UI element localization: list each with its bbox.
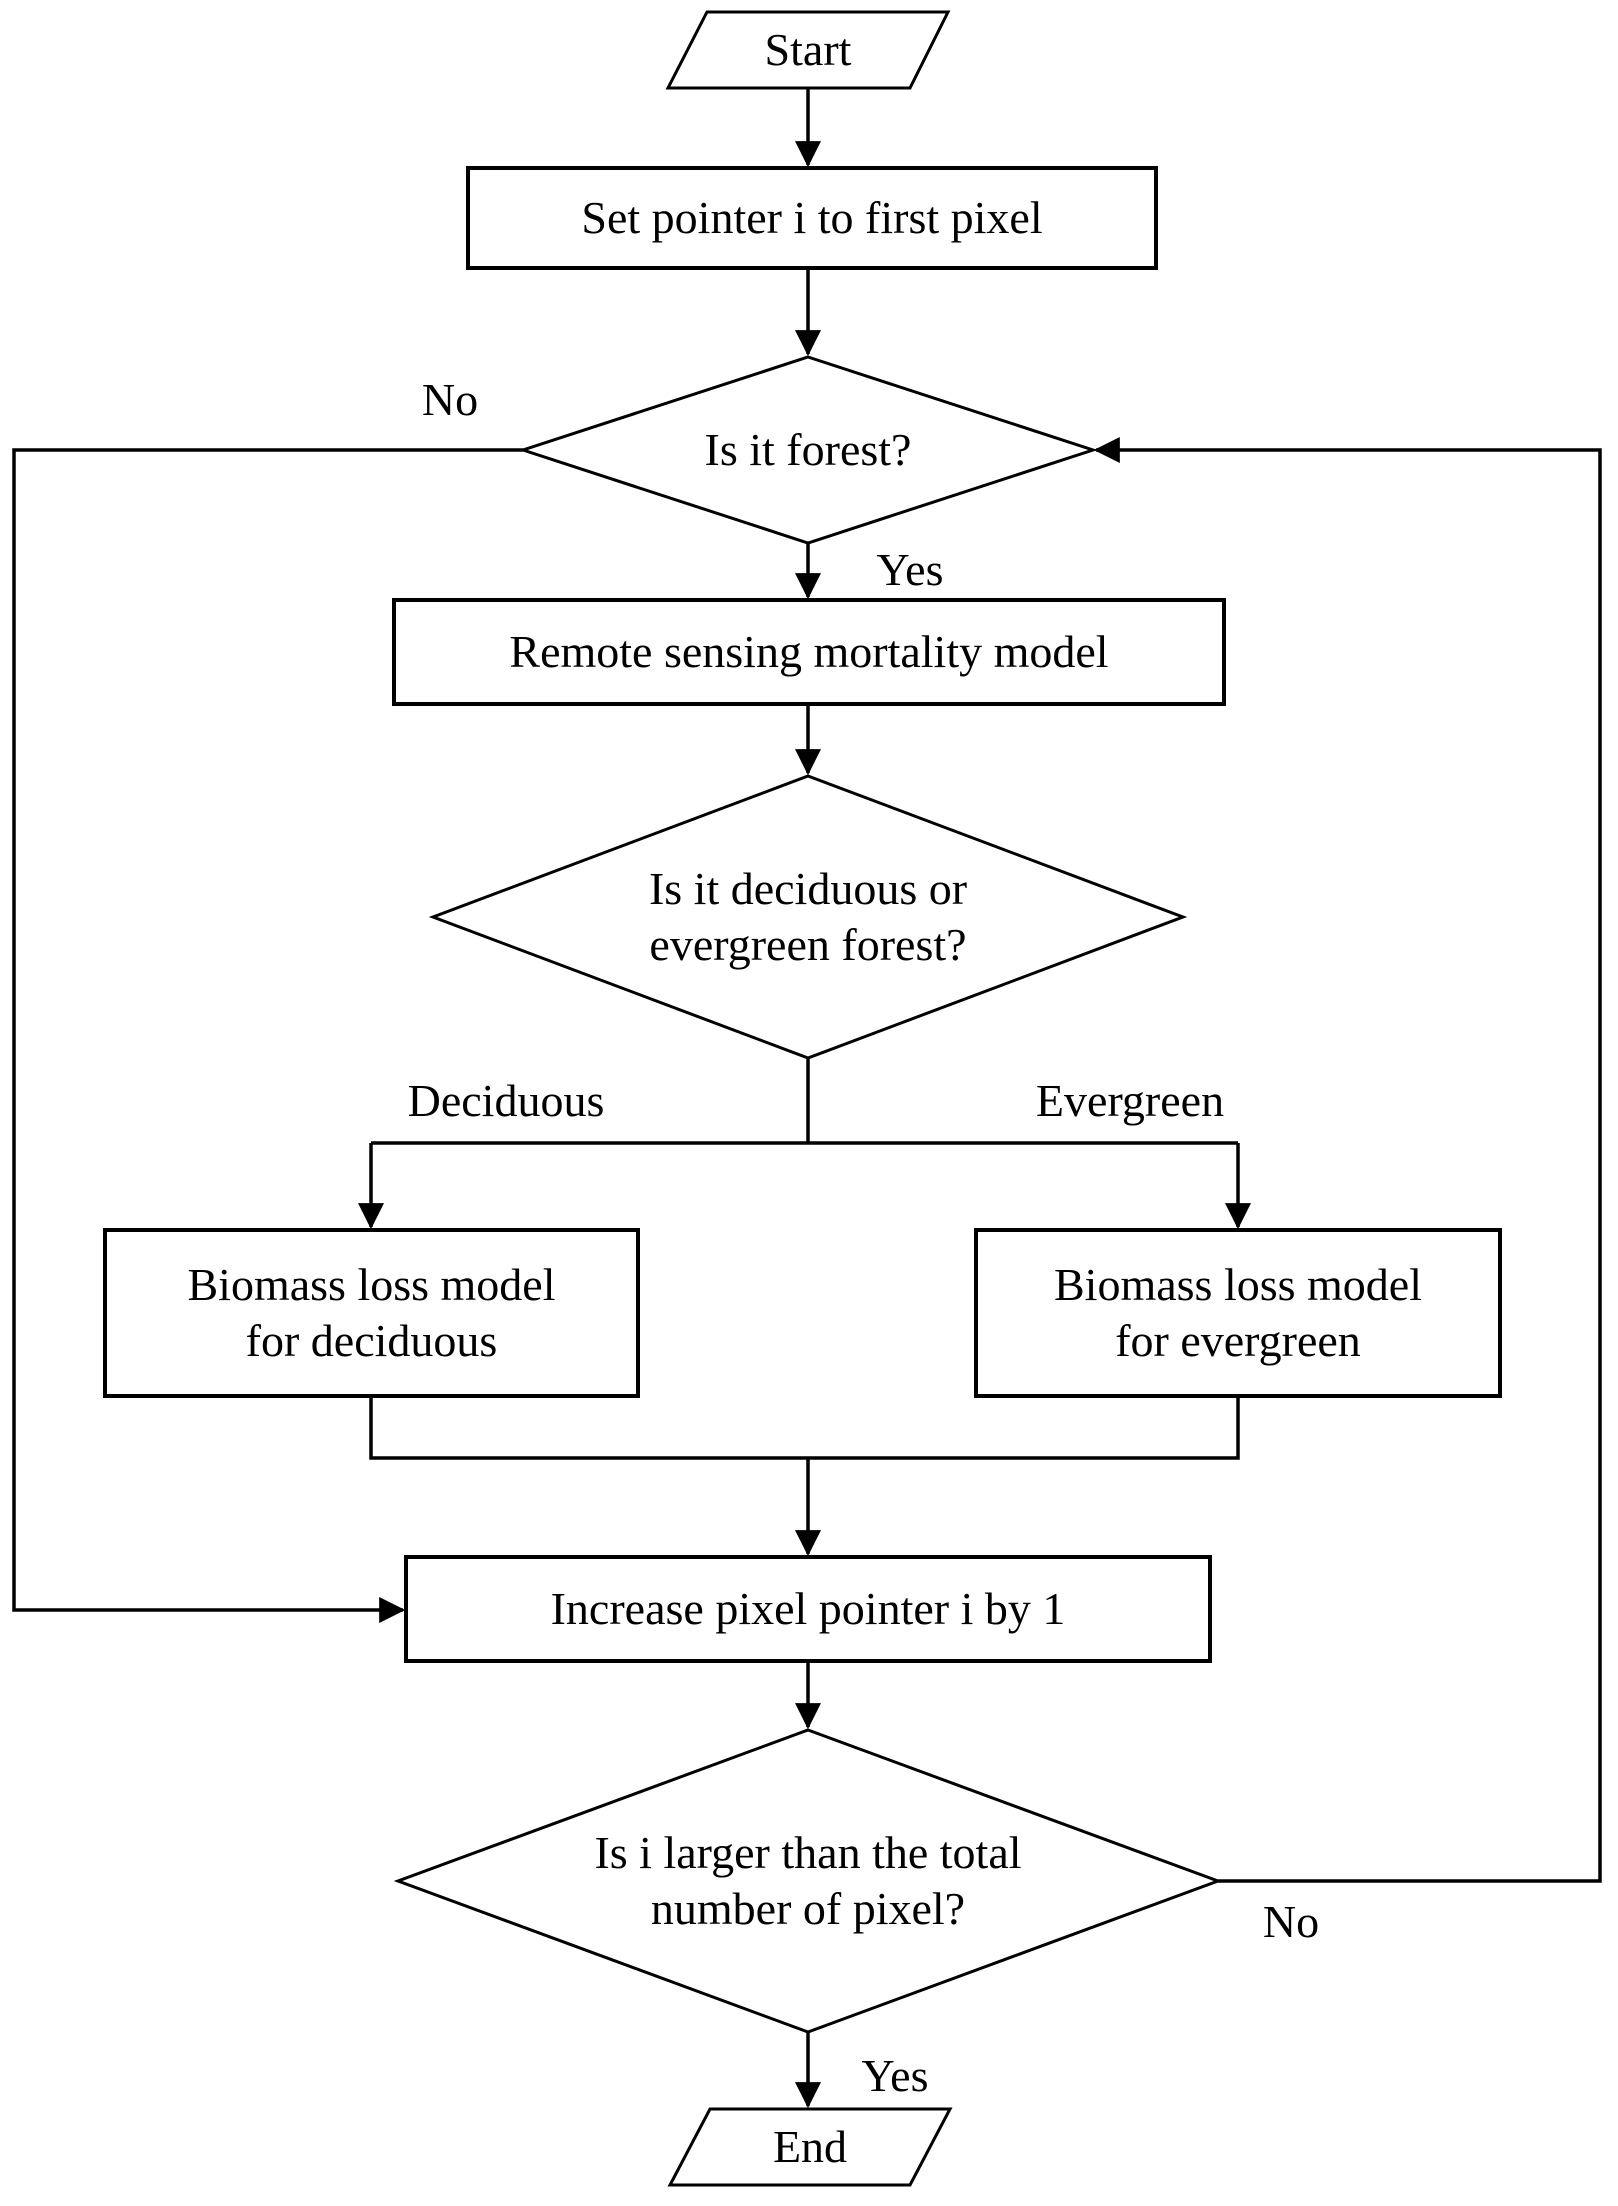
edge-isforest-no-loop	[12, 448, 523, 1623]
biomass-evergreen-label-line2: for evergreen	[1115, 1315, 1361, 1366]
increase-pointer-process-shape	[404, 1555, 1212, 1663]
edge-islast-no-loop	[1093, 437, 1602, 1883]
deciduous-or-evergreen-label: Is it deciduous or evergreen forest?	[433, 776, 1183, 1058]
set-pointer-label: Set pointer i to first pixel	[581, 191, 1043, 243]
is-forest-yes-edge-label: Yes	[876, 543, 944, 595]
is-forest-decision-shape	[518, 355, 1098, 545]
biomass-deciduous-label-line2: for deciduous	[245, 1315, 498, 1366]
is-last-pixel-yes-edge-label: Yes	[861, 2049, 929, 2101]
is-last-pixel-decision-shape	[393, 1728, 1223, 2034]
remote-sensing-process-shape	[392, 598, 1226, 706]
is-last-pixel-label: Is i larger than the total number of pix…	[398, 1730, 1218, 2032]
biomass-deciduous-label: Biomass loss model for deciduous	[105, 1230, 638, 1396]
biomass-deciduous-process-shape	[103, 1228, 640, 1398]
end-label: End	[772, 2120, 848, 2172]
deciduous-or-evergreen-label-line2: evergreen forest?	[649, 919, 967, 970]
start-terminator-shape	[665, 10, 951, 90]
biomass-evergreen-label-line1: Biomass loss model	[1053, 1258, 1423, 1310]
biomass-evergreen-process-shape	[974, 1228, 1502, 1398]
deciduous-or-evergreen-label-line1: Is it deciduous or	[648, 862, 968, 914]
start-label: Start	[764, 23, 852, 75]
remote-sensing-label: Remote sensing mortality model	[509, 625, 1109, 677]
is-forest-no-edge-label: No	[421, 373, 479, 425]
is-last-pixel-no-edge-label: No	[1262, 1895, 1320, 1947]
edge-merge-bar	[369, 1396, 1240, 1460]
branch-deciduous-edge-label: Deciduous	[407, 1074, 605, 1126]
biomass-evergreen-label: Biomass loss model for evergreen	[976, 1230, 1500, 1396]
is-last-pixel-label-line2: number of pixel?	[650, 1883, 966, 1934]
increase-pointer-label: Increase pixel pointer i by 1	[550, 1582, 1066, 1634]
is-forest-label: Is it forest?	[704, 423, 912, 475]
is-last-pixel-label-line1: Is i larger than the total	[594, 1826, 1022, 1878]
set-pointer-process-shape	[466, 166, 1158, 270]
biomass-deciduous-label-line1: Biomass loss model	[187, 1258, 556, 1310]
deciduous-or-evergreen-decision-shape	[428, 774, 1188, 1060]
end-terminator-shape	[667, 2107, 953, 2187]
branch-evergreen-edge-label: Evergreen	[1035, 1074, 1225, 1126]
